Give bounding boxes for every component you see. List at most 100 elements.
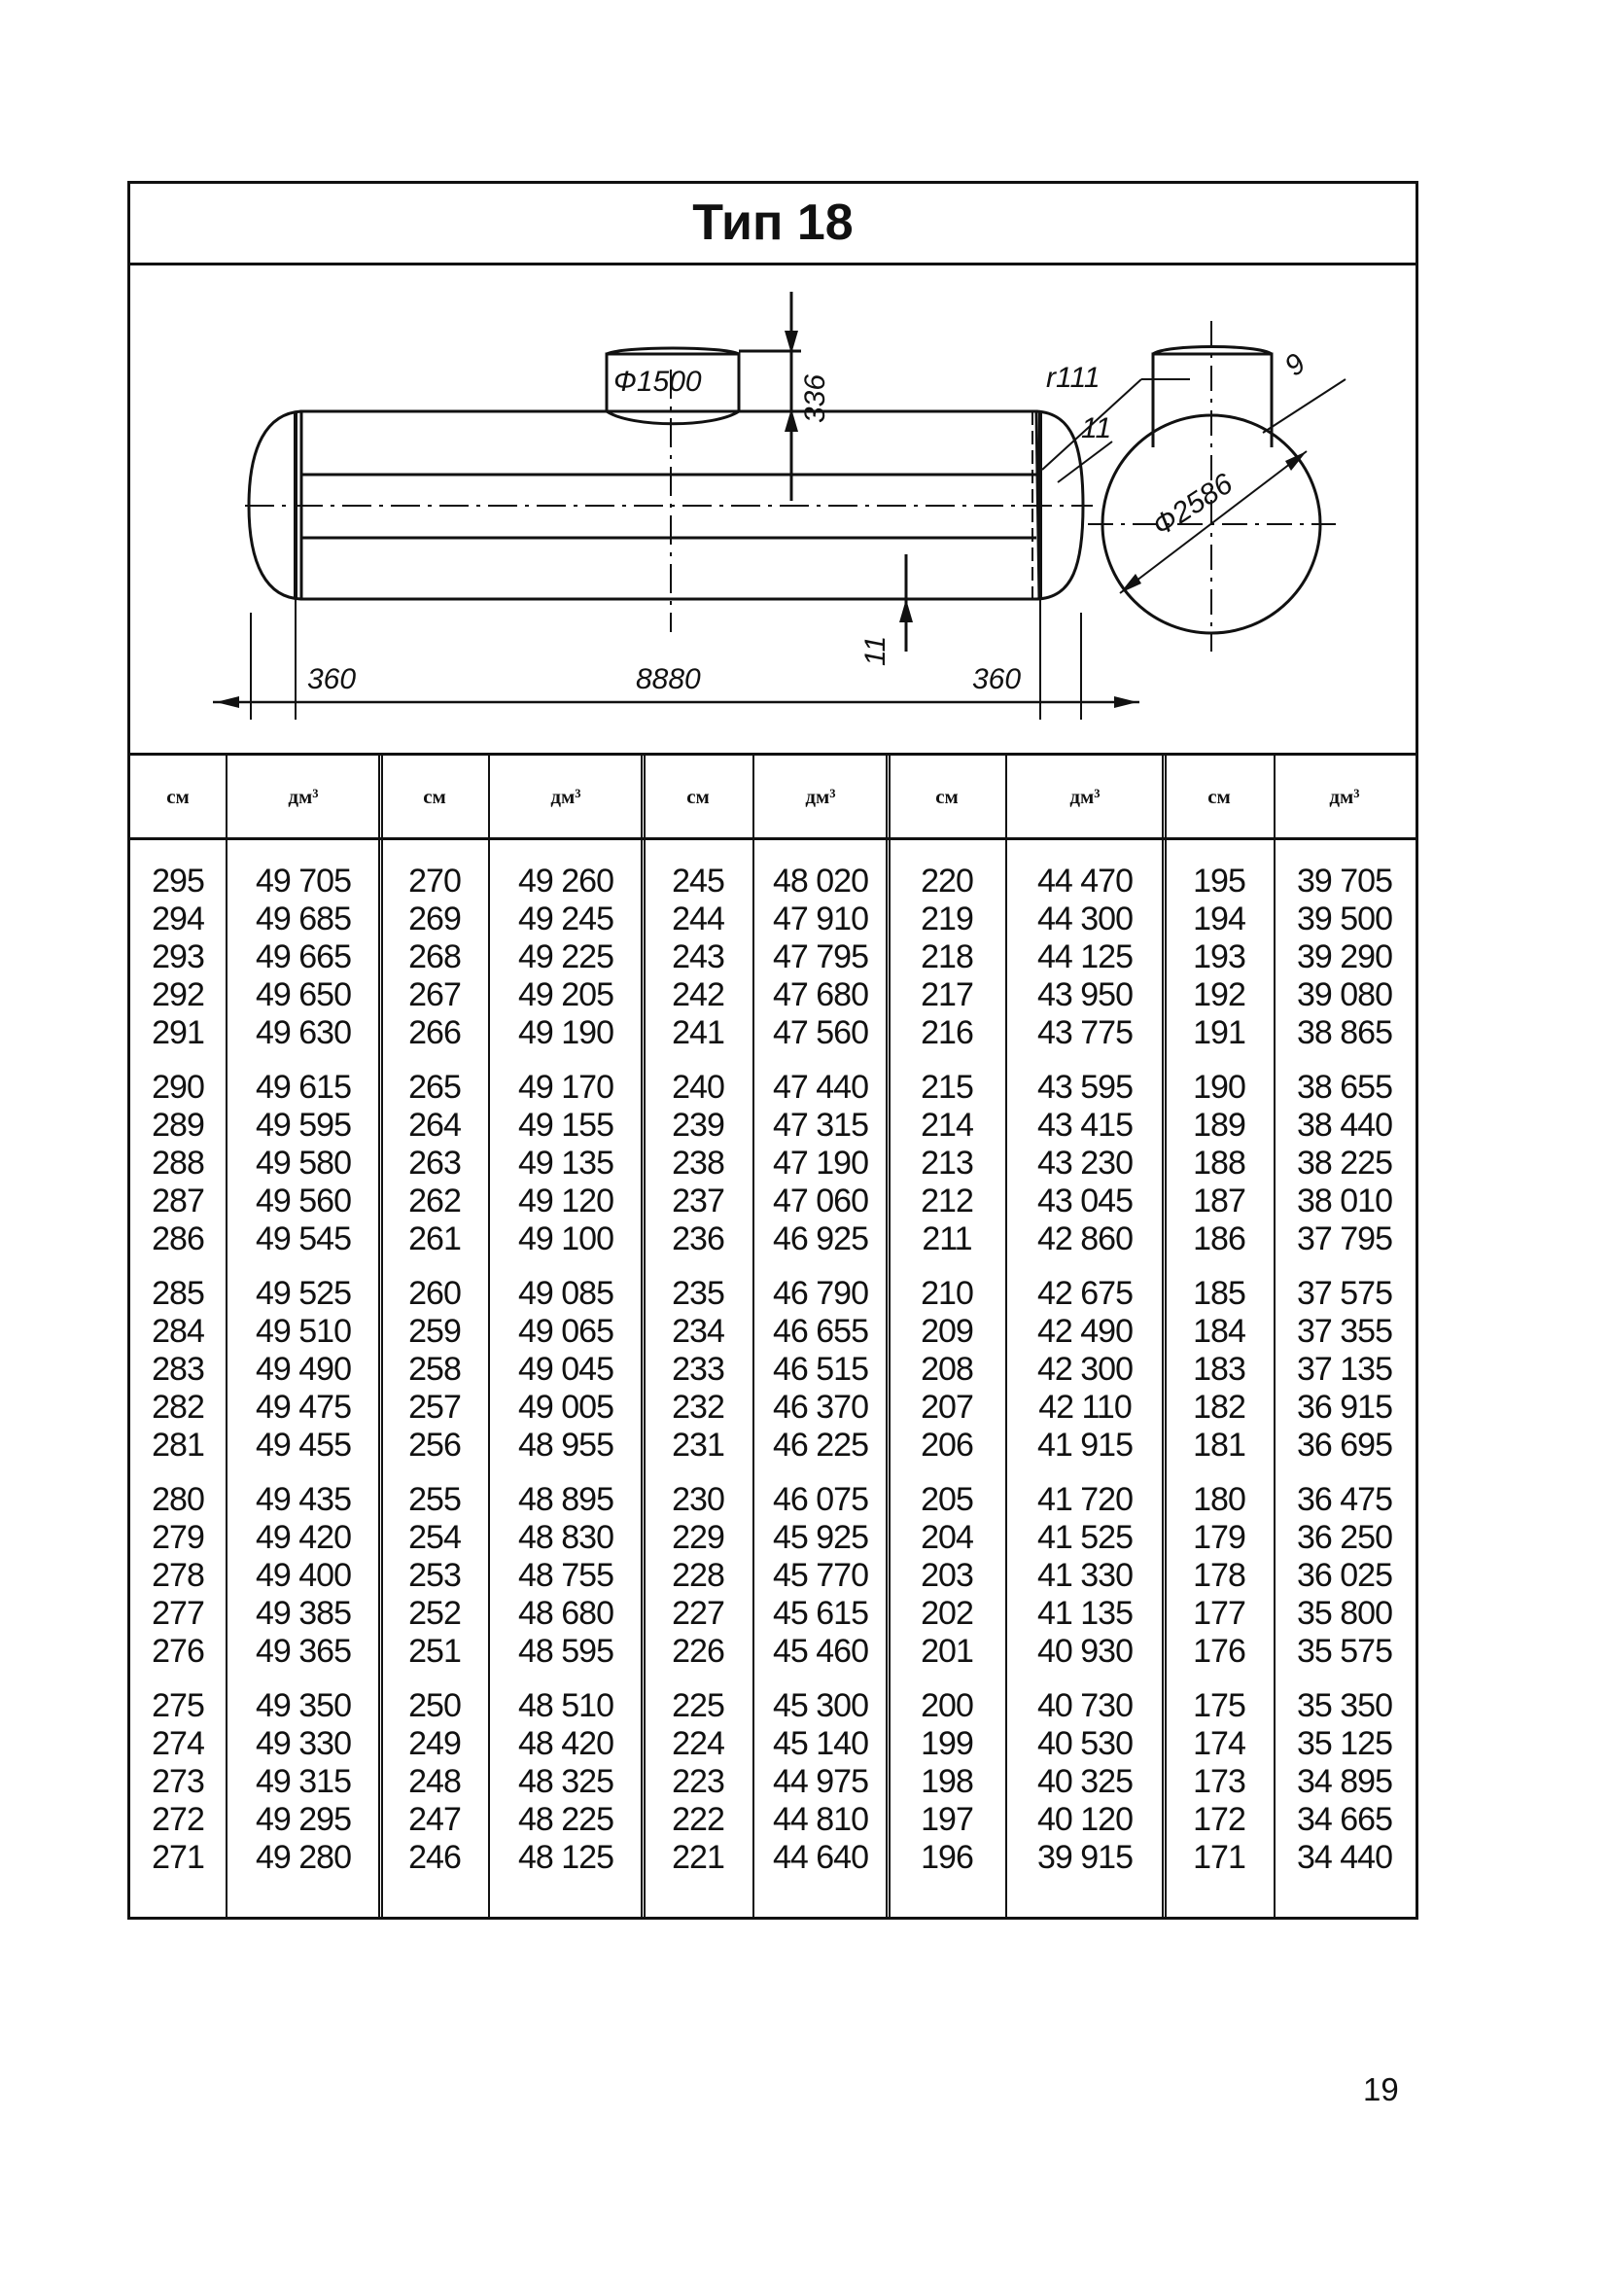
cell-level-cm: 238 [672,1145,725,1182]
radius-label: r111 [1046,362,1101,394]
cell-volume-dm3: 36 915 [1297,1389,1393,1426]
cell-level-cm: 293 [152,938,205,975]
cell-level-cm: 254 [408,1519,462,1556]
cell-level-cm: 263 [408,1145,462,1182]
cell-volume-dm3: 47 315 [773,1107,869,1144]
cell-volume-dm3: 49 295 [256,1801,352,1838]
cell-level-cm: 273 [152,1763,205,1800]
cell-volume-dm3: 49 155 [518,1107,614,1144]
cell-volume-dm3: 44 470 [1037,863,1134,900]
cell-level-cm: 295 [152,863,205,900]
cell-level-cm: 203 [921,1557,974,1594]
cell-volume-dm3: 47 060 [773,1183,869,1219]
cell-level-cm: 231 [672,1427,725,1464]
cell-level-cm: 188 [1193,1145,1246,1182]
cell-level-cm: 237 [672,1183,725,1219]
cell-level-cm: 200 [921,1687,974,1724]
cell-level-cm: 210 [921,1275,974,1312]
cell-volume-dm3: 47 440 [773,1069,869,1106]
cell-level-cm: 253 [408,1557,462,1594]
cell-volume-dm3: 49 120 [518,1183,614,1219]
cell-volume-dm3: 36 695 [1297,1427,1393,1464]
cell-volume-dm3: 49 245 [518,901,614,937]
cell-volume-dm3: 49 595 [256,1107,352,1144]
cell-level-cm: 204 [921,1519,974,1556]
cell-volume-dm3: 48 680 [518,1595,614,1632]
header-dm3: дм³ [1329,785,1360,808]
cell-volume-dm3: 49 615 [256,1069,352,1106]
cell-level-cm: 211 [922,1220,972,1257]
cell-level-cm: 183 [1193,1351,1246,1388]
cell-level-cm: 277 [152,1595,205,1632]
cell-volume-dm3: 41 525 [1037,1519,1134,1556]
cell-volume-dm3: 36 025 [1297,1557,1393,1594]
cell-level-cm: 191 [1193,1014,1246,1051]
cell-volume-dm3: 35 125 [1297,1725,1393,1762]
cell-level-cm: 187 [1193,1183,1246,1219]
header-cm: см [423,785,446,808]
cell-level-cm: 224 [672,1725,725,1762]
cell-volume-dm3: 35 800 [1297,1595,1393,1632]
cell-volume-dm3: 45 615 [773,1595,869,1632]
column-separator [226,756,227,1920]
cell-volume-dm3: 49 490 [256,1351,352,1388]
cell-level-cm: 227 [672,1595,725,1632]
page-title: Тип 18 [130,184,1416,265]
cell-volume-dm3: 43 775 [1037,1014,1134,1051]
cell-level-cm: 226 [672,1633,725,1670]
cell-volume-dm3: 46 515 [773,1351,869,1388]
cell-level-cm: 266 [408,1014,462,1051]
cell-volume-dm3: 49 065 [518,1313,614,1350]
cell-level-cm: 250 [408,1687,462,1724]
cell-volume-dm3: 37 575 [1297,1275,1393,1312]
cell-level-cm: 219 [921,901,974,937]
cell-volume-dm3: 44 975 [773,1763,869,1800]
column-separator [488,756,490,1920]
cell-volume-dm3: 49 630 [256,1014,352,1051]
cell-level-cm: 205 [921,1481,974,1518]
cell-level-cm: 193 [1193,938,1246,975]
cell-level-cm: 275 [152,1687,205,1724]
cell-volume-dm3: 46 925 [773,1220,869,1257]
cell-level-cm: 215 [921,1069,974,1106]
cell-level-cm: 274 [152,1725,205,1762]
cell-level-cm: 196 [921,1839,974,1876]
cell-level-cm: 234 [672,1313,725,1350]
cell-level-cm: 256 [408,1427,462,1464]
cell-volume-dm3: 37 135 [1297,1351,1393,1388]
cell-level-cm: 286 [152,1220,205,1257]
cell-volume-dm3: 43 415 [1037,1107,1134,1144]
cell-volume-dm3: 49 420 [256,1519,352,1556]
cell-level-cm: 217 [921,976,974,1013]
cell-level-cm: 214 [921,1107,974,1144]
cell-volume-dm3: 49 350 [256,1687,352,1724]
cell-level-cm: 220 [921,863,974,900]
cell-level-cm: 276 [152,1633,205,1670]
cell-level-cm: 262 [408,1183,462,1219]
cell-volume-dm3: 44 125 [1037,938,1134,975]
length-label: 8880 [636,663,701,695]
cell-volume-dm3: 49 665 [256,938,352,975]
page-number: 19 [1363,2071,1399,2107]
cell-volume-dm3: 42 110 [1038,1389,1132,1426]
cell-volume-dm3: 49 190 [518,1014,614,1051]
cell-level-cm: 181 [1193,1427,1246,1464]
cell-volume-dm3: 42 675 [1037,1275,1134,1312]
cell-level-cm: 249 [408,1725,462,1762]
cell-volume-dm3: 43 045 [1037,1183,1134,1219]
cell-level-cm: 173 [1193,1763,1246,1800]
cell-volume-dm3: 48 830 [518,1519,614,1556]
cell-volume-dm3: 46 075 [773,1481,869,1518]
cell-volume-dm3: 38 655 [1297,1069,1393,1106]
header-cm: см [686,785,710,808]
cell-level-cm: 236 [672,1220,725,1257]
cell-volume-dm3: 49 435 [256,1481,352,1518]
cell-level-cm: 265 [408,1069,462,1106]
cell-volume-dm3: 43 230 [1037,1145,1134,1182]
cell-volume-dm3: 48 595 [518,1633,614,1670]
cell-volume-dm3: 48 755 [518,1557,614,1594]
cell-level-cm: 268 [408,938,462,975]
cell-level-cm: 186 [1193,1220,1246,1257]
wall-top-label: 11 [1081,412,1111,444]
